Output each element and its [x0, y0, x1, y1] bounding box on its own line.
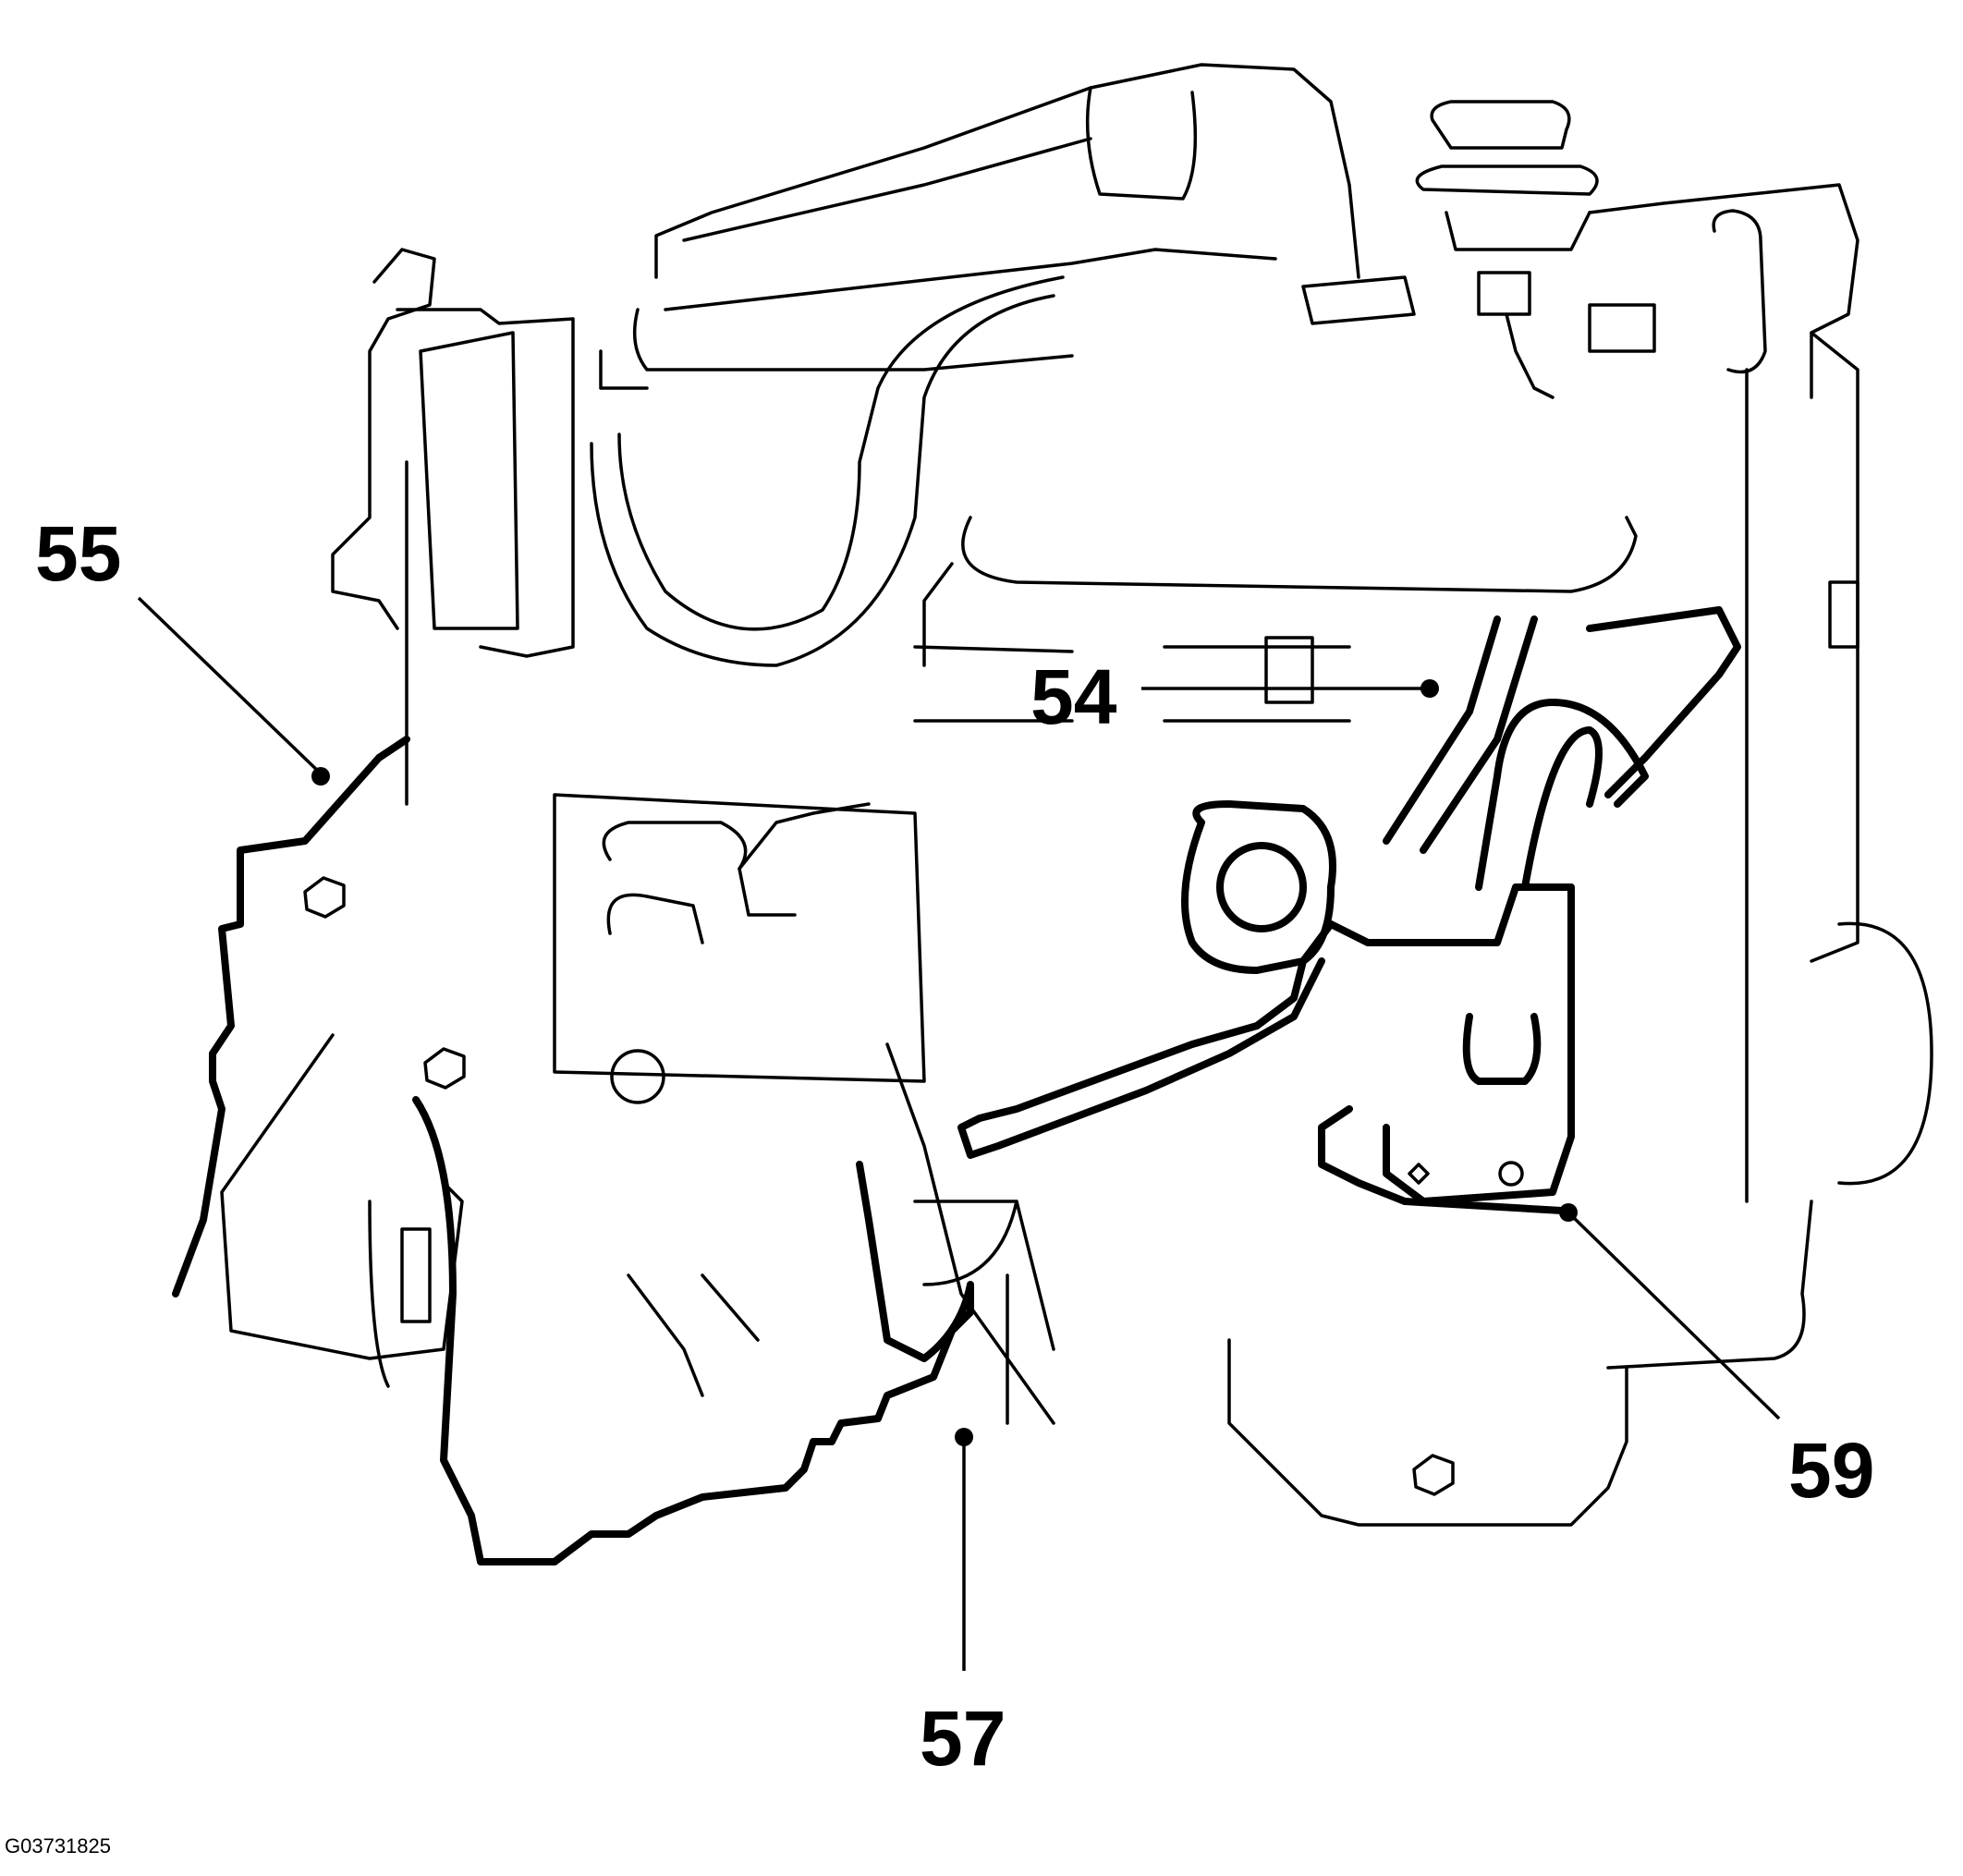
part-57-outline: [412, 1096, 974, 1565]
leader-54-dot: [1420, 679, 1439, 698]
part-59-outline: [1327, 883, 1575, 1205]
leader-57-dot: [955, 1428, 973, 1446]
callout-55: 55: [35, 510, 121, 597]
leaders: [137, 596, 1781, 1671]
callout-59: 59: [1788, 1427, 1874, 1514]
engine-outline: [220, 63, 1933, 1527]
leader-59-dot: [1559, 1203, 1578, 1222]
part-54-hose: [1586, 606, 1741, 798]
leader-59: [1567, 1211, 1781, 1420]
leader-55: [137, 596, 325, 778]
leader-55-dot: [311, 767, 330, 786]
callout-labels: 55 54 57 59: [35, 510, 1874, 1782]
part-55-outline: [172, 736, 410, 1297]
part-54-outline: [1383, 615, 1538, 854]
callout-54: 54: [1030, 653, 1117, 740]
callout-57: 57: [920, 1695, 1006, 1782]
highlighted-components: [172, 606, 1741, 1565]
figure-id: G03731825: [5, 1834, 111, 1858]
